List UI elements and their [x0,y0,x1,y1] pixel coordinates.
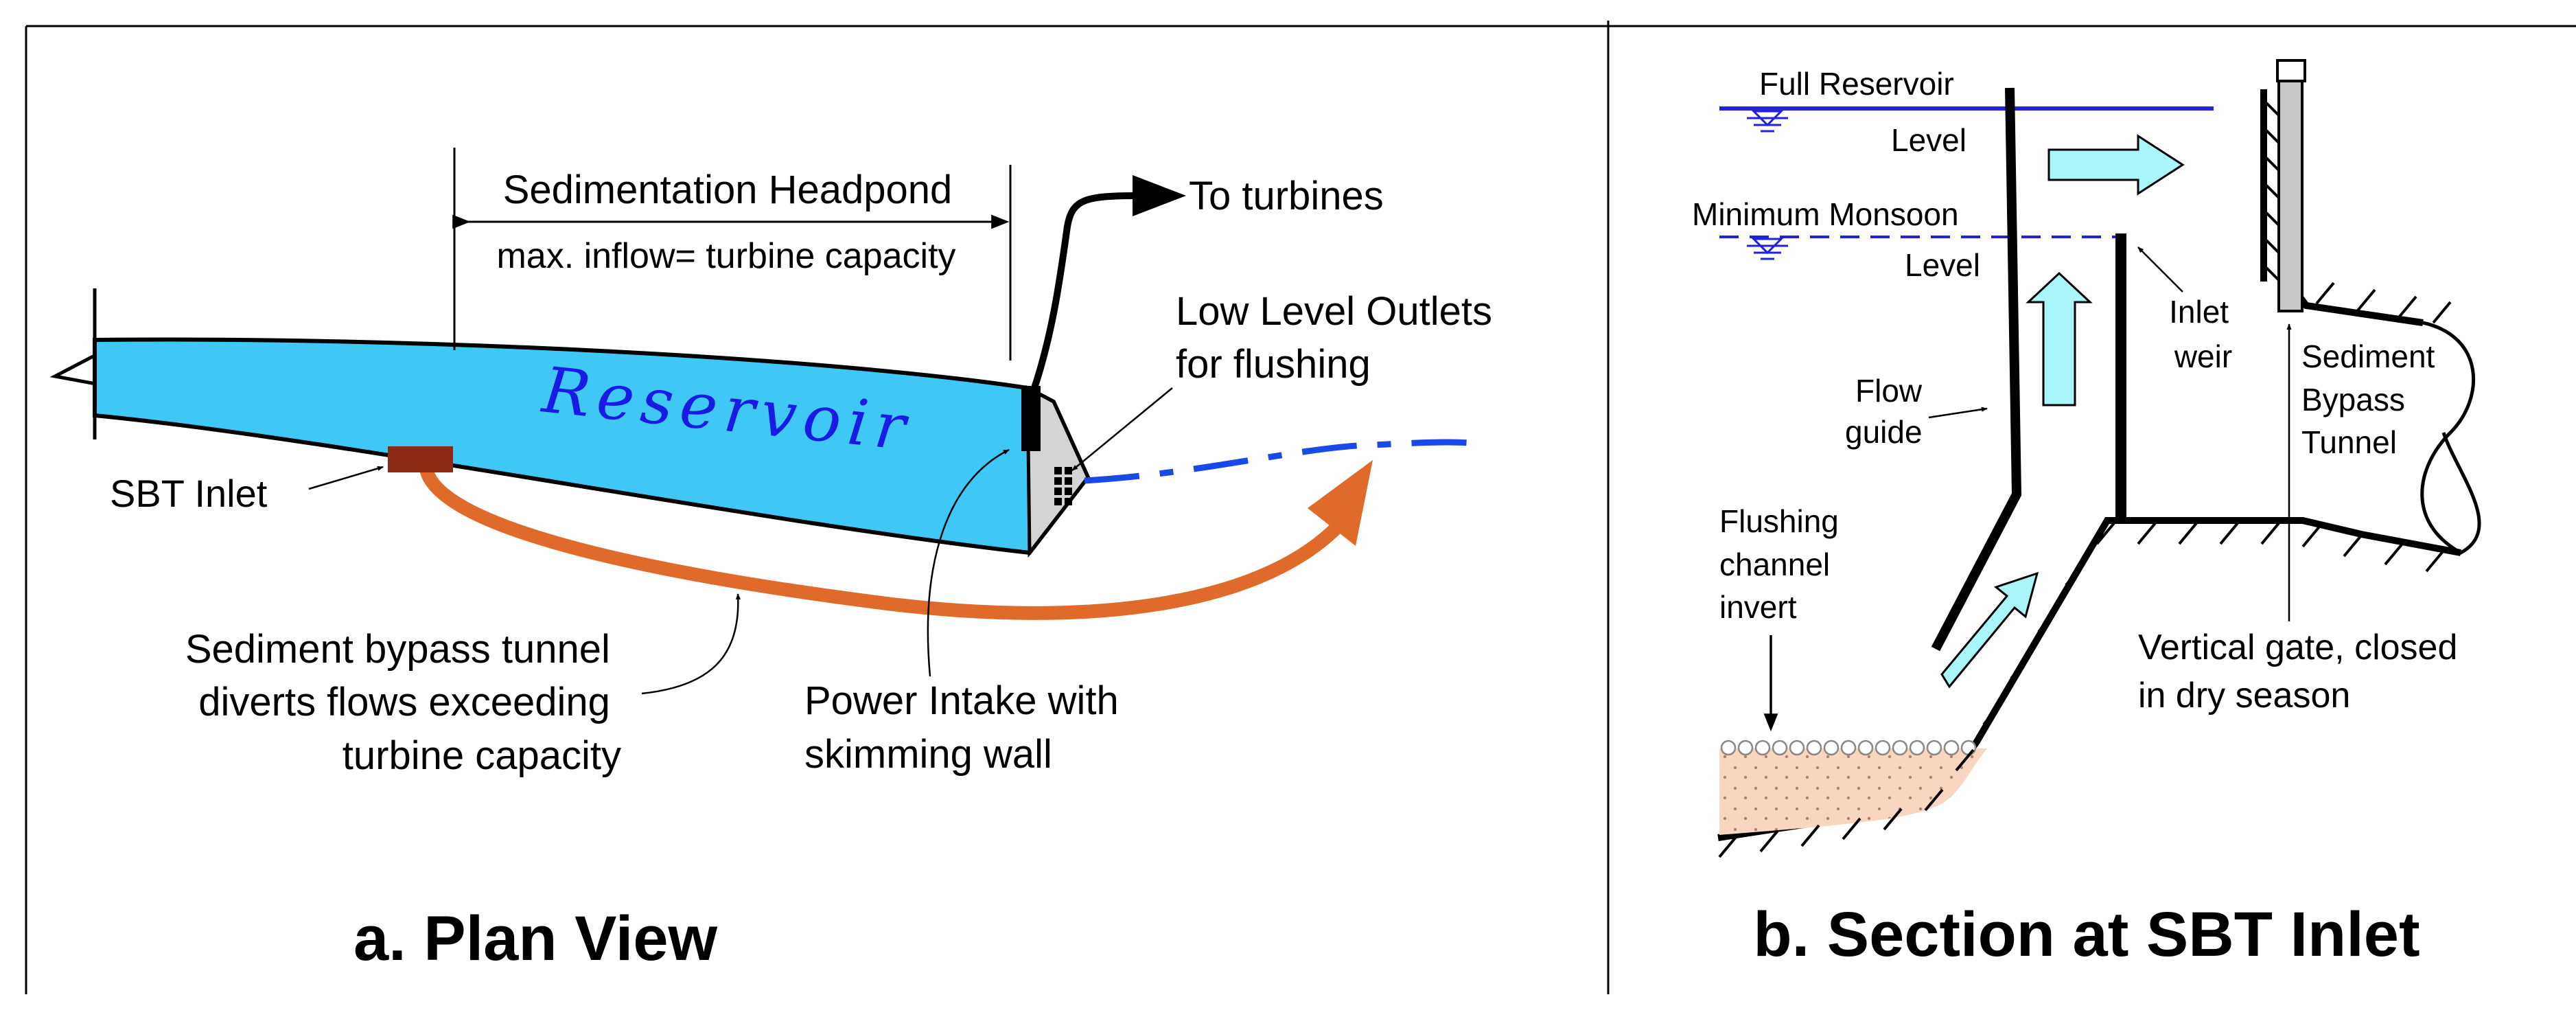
min-monsoon-label: Minimum Monsoon Level [1692,196,1980,283]
low-level-outlets-label: Low Level Outlets for flushing [1176,289,1503,387]
flow-guide-label: Flow guide [1845,373,1931,450]
plan-view: Reservoir Sedimentation Headpond max. in… [49,148,1503,974]
low-level-outlets [1054,467,1072,505]
skimming-wall [1021,386,1041,451]
flow-arrow-diagonal [1940,571,2039,689]
plan-view-title: a. Plan View [353,904,718,974]
sbt-inlet-block [388,446,453,472]
turbines-flow-line [1031,192,1140,389]
flushing-channel-label: Flushing channel invert [1719,503,1848,625]
flushing-flow-line [1084,439,1470,484]
turbines-arrowhead [1133,175,1186,216]
bypass-pointer [641,593,741,695]
sbt-inlet-pointer [308,466,384,490]
turbines-label: To turbines [1189,174,1384,218]
bypass-arrowhead [1308,460,1373,546]
vertical-gate-label: Vertical gate, closed in dry season [2138,628,2468,715]
min-level-symbol [1747,238,1788,260]
power-intake-pointer [927,448,1010,677]
section-view-title: b. Section at SBT Inlet [1753,900,2420,970]
low-level-outlets-pointer [1071,387,1173,471]
flow-guide-pointer [1928,407,1988,419]
power-intake-label: Power Intake with skimming wall [804,678,1130,777]
bypass-tunnel-path [419,457,1352,620]
ground-hatching [1718,522,2445,858]
full-reservoir-label: Full Reservoir Level [1759,66,1966,158]
sbt-inlet-label: SBT Inlet [110,472,268,515]
flow-arrow-vertical [2026,271,2093,407]
headpond-label: Sedimentation Headpond [503,168,953,212]
bypass-label: Sediment bypass tunnel diverts flows exc… [185,627,621,778]
gate-hatching [2265,102,2280,282]
tunnel-cross-section [2420,321,2481,555]
headpond-sublabel: max. inflow= turbine capacity [496,236,955,276]
flow-guide-wall [1931,87,2022,652]
sediment-surface-circles [1720,740,1977,756]
inlet-weir-label: Inlet weir [2169,294,2238,374]
flow-arrow-horizontal [2047,134,2185,196]
sbt-label: Sediment Bypass Tunnel [2301,339,2444,460]
section-view: Full Reservoir Level Minimum Monsoon Lev… [1692,59,2481,970]
inlet-weir-pointer [2137,247,2183,293]
roof-hatching [2315,282,2452,324]
vertical-gate [2277,80,2304,312]
full-level-symbol [1747,110,1788,133]
gate-top [2276,59,2306,82]
sediment-deposit [1719,748,1987,835]
